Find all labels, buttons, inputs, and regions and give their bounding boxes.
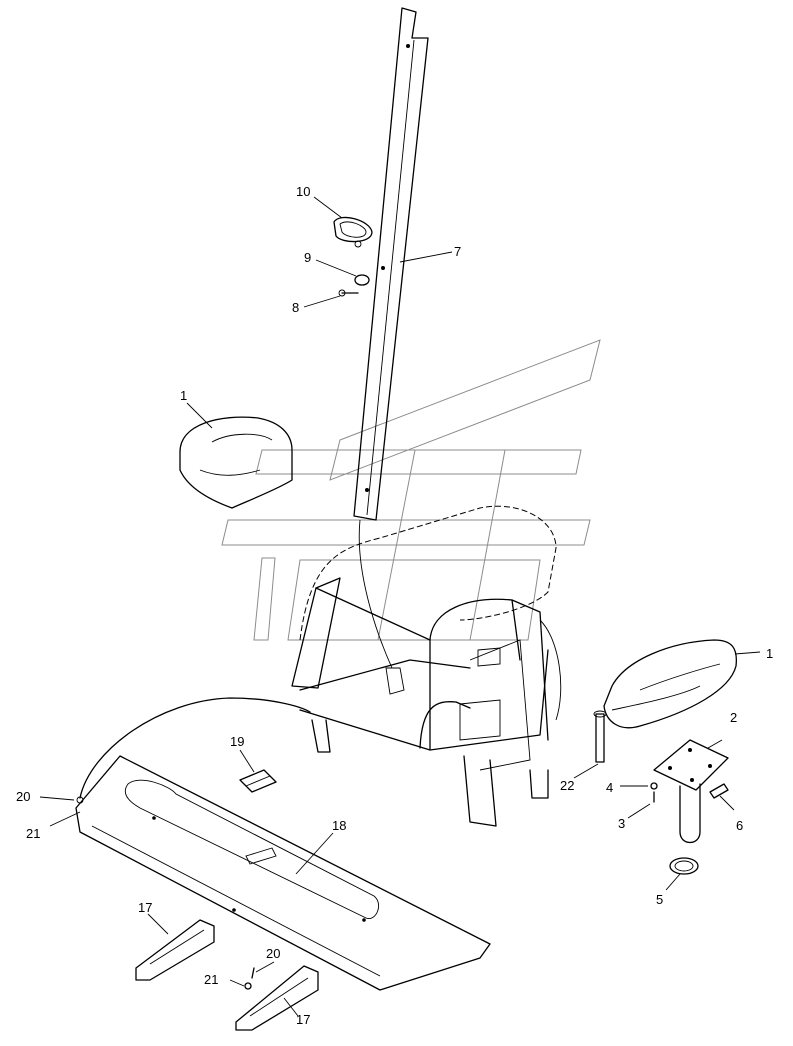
callout-4: 4: [606, 780, 613, 795]
part-7-upright-bracket: [353, 7, 429, 669]
callout-10: 10: [296, 184, 310, 199]
callout-7: 7: [454, 244, 461, 259]
part-17-bracket-upper: [135, 919, 215, 981]
leader-lines: [39, 196, 761, 1017]
callout-21-left: 21: [26, 826, 40, 841]
part-5-ring: [669, 857, 699, 875]
callout-9: 9: [304, 250, 311, 265]
part-1-cushion-right: [603, 639, 738, 729]
part-18-tray-panel: [75, 755, 491, 991]
part-10-handle: [333, 216, 373, 248]
callout-18: 18: [332, 818, 346, 833]
part-9-washer: [354, 274, 370, 286]
part-8-bolt: [338, 289, 359, 297]
cable: [79, 697, 311, 799]
callout-8: 8: [292, 300, 299, 315]
brand-logo-watermark: [221, 339, 601, 641]
callout-1-left: 1: [180, 388, 187, 403]
callout-3: 3: [618, 816, 625, 831]
callout-17-lower: 17: [296, 1012, 310, 1027]
callout-20-lower: 20: [266, 946, 280, 961]
callout-2: 2: [730, 710, 737, 725]
part-6-knob: [709, 783, 729, 799]
part-19-latch: [239, 769, 277, 793]
part-20-bolt: [251, 967, 255, 979]
cab-frame: [291, 505, 562, 827]
callout-labels: 10 9 8 7 1 1 2 4 3 6 5 22 19 20 21 18 17…: [16, 184, 773, 1027]
part-4-nut: [650, 782, 658, 790]
callout-21-lower: 21: [204, 972, 218, 987]
callout-19: 19: [230, 734, 244, 749]
callout-1-right: 1: [766, 646, 773, 661]
callout-5: 5: [656, 892, 663, 907]
part-22-pin: [593, 710, 607, 763]
part-1-cushion-left: [179, 416, 293, 509]
part-2-mount-plate: [653, 739, 729, 844]
callout-20-left: 20: [16, 789, 30, 804]
callout-6: 6: [736, 818, 743, 833]
callout-22: 22: [560, 778, 574, 793]
part-21-nut: [244, 982, 252, 990]
part-17-bracket-lower: [235, 965, 319, 1031]
callout-17-upper: 17: [138, 900, 152, 915]
